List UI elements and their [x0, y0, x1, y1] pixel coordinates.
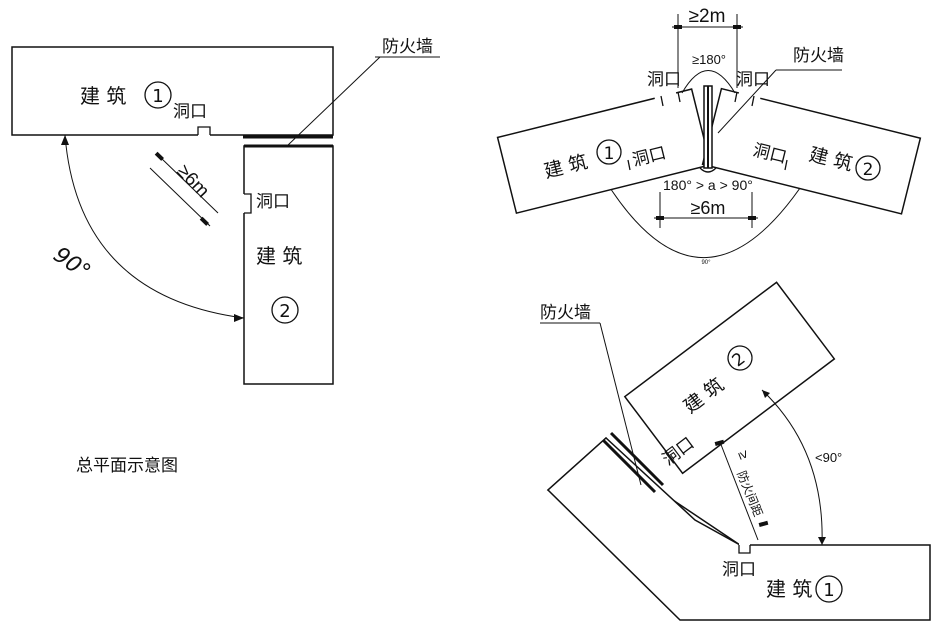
- building-2-number-circle-c: [727, 345, 753, 371]
- fire-sep-tick-b: [758, 520, 769, 527]
- building-1-number-circle-c: [815, 575, 843, 603]
- opening-edge-left-a: [660, 95, 664, 107]
- opening-edge-right-b: [751, 95, 755, 107]
- angle-90-label: 90°: [49, 242, 95, 285]
- panel-obtuse-angle: 90° 防火墙 ≥2m ≥180° 洞口 洞口: [496, 6, 922, 266]
- side-opening-right-a: [784, 159, 788, 171]
- building-1-number-c: 1: [823, 580, 834, 601]
- angle-range-label: 180° > a > 90°: [663, 177, 753, 193]
- dim-6m-line: [159, 156, 219, 214]
- firewall-leader: [286, 56, 381, 147]
- opening-label-left: 洞口: [647, 70, 681, 90]
- firewall-line-c1: [601, 438, 657, 494]
- opening-notch-c: [738, 545, 751, 554]
- firewall-leader-b: [717, 69, 777, 134]
- dim-6m-tick-a: [154, 151, 164, 161]
- acute-arc-arrow-top: [762, 390, 770, 398]
- side-opening-left-a: [627, 159, 631, 171]
- building-2-label: 建 筑: [256, 244, 302, 268]
- fire-sep-ge: ≥: [735, 448, 753, 461]
- opening-edge-left-b: [677, 91, 681, 103]
- building-1-label-c: 建 筑: [766, 577, 812, 601]
- acute-angle-arc: [761, 389, 823, 546]
- opening-gap-left: [653, 89, 679, 107]
- building-2-number-circle: [271, 296, 299, 324]
- building-2-number-circle-b: [855, 155, 881, 181]
- building-2-number: 2: [279, 301, 290, 322]
- opening-notch-1: [197, 126, 211, 135]
- angle-180-arc: [681, 70, 736, 94]
- building-2-number-b: 2: [863, 160, 874, 180]
- building-1-outline-b: [496, 88, 712, 215]
- site-plan-caption: 总平面示意图: [76, 456, 178, 476]
- fire-sep-dim-line: [719, 441, 759, 541]
- building-1-label: 建 筑: [80, 84, 126, 108]
- firewall-line-c2: [609, 431, 665, 487]
- opening-label-side: 洞口: [256, 192, 290, 212]
- dim-2m-tick-b: [733, 25, 741, 29]
- arc-small-mark: 90°: [701, 260, 711, 266]
- firewall-label-1: 防火墙: [382, 37, 433, 57]
- dim-6m-b-tick-a: [656, 216, 664, 220]
- dim-2m-tick-a: [674, 25, 682, 29]
- panel-90-degree: 建 筑 1 洞口 洞口 建 筑 2 防火墙 ≥6m 90° 总平面示意图: [11, 37, 440, 476]
- building-1-outline-c: [546, 436, 931, 621]
- opening-edge-right-a: [734, 91, 738, 103]
- opening-label-right: 洞口: [736, 70, 770, 90]
- acute-arc-arrow-bottom: [818, 537, 826, 545]
- angle-small-label: <90°: [815, 450, 842, 465]
- building-1-number-circle-b: [596, 139, 622, 165]
- dim-6m-b-tick-b: [748, 216, 756, 220]
- building-1-number: 1: [152, 86, 163, 107]
- firewall-leader-c: [599, 322, 642, 486]
- fire-sep-label: 防火间距: [734, 469, 766, 519]
- opening-label-c1: 洞口: [722, 560, 756, 580]
- building-1-outline: [11, 46, 334, 136]
- dim-6m-tick-b: [199, 216, 209, 226]
- opening-label-top: 洞口: [173, 102, 207, 122]
- angle-90-arc: [64, 134, 245, 319]
- firewall-label-3: 防火墙: [540, 303, 591, 323]
- building-2-outline-c: [623, 281, 836, 475]
- opening-notch-2: [244, 193, 252, 214]
- obtuse-angle-arc: [604, 169, 813, 259]
- dim-2m-label: ≥2m: [689, 6, 726, 27]
- building-1-number-b: 1: [604, 144, 615, 164]
- fire-sep-tick-a: [714, 439, 725, 446]
- firewall-base-arc: [699, 167, 717, 173]
- arc-arrow-right: [234, 314, 244, 322]
- opening-gap-c: [739, 538, 750, 550]
- arc-arrow-top: [61, 135, 69, 145]
- dim-6m-b-label: ≥6m: [691, 198, 726, 218]
- panel-acute-angle: 防火墙 建 筑 2 洞口 洞口 建 筑 1 ≥ 防火间距 <90°: [540, 281, 931, 621]
- firewall-label-2: 防火墙: [793, 46, 844, 66]
- building-2-outline: [243, 145, 334, 385]
- building-1-number-circle: [144, 81, 172, 109]
- opening-gap-right: [736, 89, 762, 107]
- dim-6m-left: [149, 167, 211, 227]
- angle-180-label: ≥180°: [692, 52, 726, 67]
